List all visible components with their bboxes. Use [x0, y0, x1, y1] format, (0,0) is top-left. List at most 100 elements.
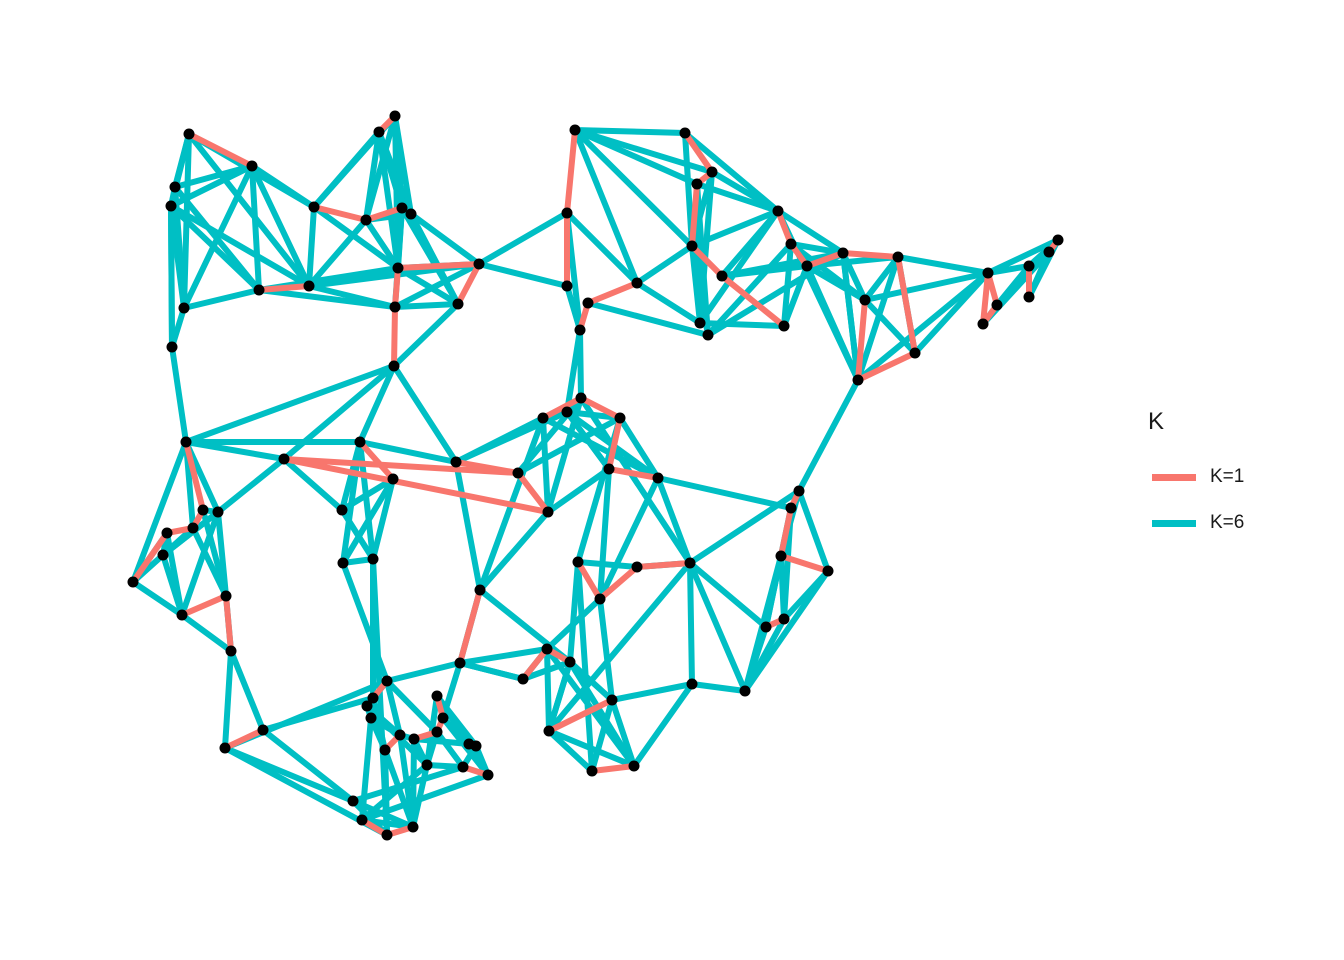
edge-k6: [339, 507, 376, 562]
edge-k6: [567, 659, 637, 769]
edge-k6: [181, 287, 262, 311]
edge-k1: [391, 304, 398, 369]
graph-node: [354, 436, 366, 448]
edge-k6: [597, 596, 615, 703]
edge-k6: [597, 475, 661, 602]
edge-k6: [804, 263, 861, 383]
edge-k6: [256, 287, 398, 310]
edge-k1: [895, 254, 918, 356]
graph-node: [127, 576, 139, 588]
graph-node: [892, 251, 904, 263]
edge-k6: [440, 715, 472, 747]
edge-k6: [186, 131, 312, 289]
graph-node: [686, 240, 698, 252]
edge-k6: [687, 560, 748, 694]
graph-node: [246, 160, 258, 172]
edge-k6: [434, 693, 479, 749]
edge-k6: [311, 204, 401, 271]
graph-node: [822, 565, 834, 577]
edge-k6: [410, 736, 417, 830]
graph-node: [631, 561, 643, 573]
edge-k6: [567, 659, 615, 703]
graph-node: [561, 280, 573, 292]
edge-k1: [222, 727, 266, 751]
graph-node: [389, 110, 401, 122]
edge-k6: [655, 475, 693, 566]
edge-k6: [368, 715, 388, 753]
edge-k6: [222, 648, 234, 751]
edge-k6: [453, 459, 483, 593]
graph-node: [594, 593, 606, 605]
graph-node: [542, 506, 554, 518]
edge-k6: [545, 466, 612, 515]
edge-k6: [564, 327, 583, 415]
edge-k6: [687, 560, 769, 630]
edge-k6: [862, 297, 918, 356]
edge-k1: [186, 131, 255, 169]
edge-k6: [546, 728, 595, 774]
edge-k1: [682, 130, 715, 175]
edge-k6: [392, 301, 461, 310]
graph-node: [778, 613, 790, 625]
edge-k1: [634, 560, 693, 570]
edge-k6: [564, 210, 640, 286]
graph-node: [450, 456, 462, 468]
edge-k6: [179, 612, 234, 654]
edge-k6: [634, 243, 695, 286]
edge-k6: [585, 300, 711, 338]
edge-k6: [609, 681, 695, 703]
edge-k6: [457, 660, 526, 682]
edge-k1: [281, 456, 521, 476]
edge-k6: [183, 363, 397, 445]
edge-k1: [840, 250, 901, 260]
graph-node: [457, 761, 469, 773]
edge-k6: [689, 243, 703, 326]
graph-node: [337, 557, 349, 569]
edge-k1: [564, 127, 578, 216]
edge-k6: [994, 263, 1032, 308]
graph-node: [212, 506, 224, 518]
edge-k1: [311, 204, 369, 223]
graph-node: [161, 527, 173, 539]
edge-k6: [281, 456, 345, 513]
edge-k6: [540, 415, 551, 515]
edge-k1: [223, 593, 234, 654]
edge-k6: [564, 283, 583, 333]
edge-k6: [895, 254, 991, 276]
edge-k6: [572, 127, 695, 249]
edge-k6: [575, 559, 595, 774]
graph-node: [431, 726, 443, 738]
edge-k6: [544, 646, 552, 734]
edge-k1: [606, 415, 623, 472]
edge-k6: [709, 169, 781, 214]
edge-k6: [697, 320, 787, 329]
edge-k1: [855, 297, 868, 383]
graph-node: [543, 725, 555, 737]
graph-node: [702, 329, 714, 341]
graph-node: [220, 590, 232, 602]
edge-k6: [172, 184, 187, 311]
edge-k6: [357, 363, 397, 445]
edge-k1: [578, 395, 623, 421]
edge-k1: [775, 208, 794, 247]
edge-k6: [689, 208, 781, 249]
graph-node: [561, 406, 573, 418]
edge-k1: [540, 395, 584, 421]
legend-item-k1: K=1: [1140, 454, 1300, 500]
edge-k6: [399, 205, 461, 307]
graph-node: [909, 347, 921, 359]
edge-k6: [179, 509, 221, 618]
edge-k6: [788, 241, 846, 256]
graph-node: [991, 299, 1003, 311]
graph-node: [392, 262, 404, 274]
edge-k6: [376, 129, 414, 217]
graph-node: [166, 341, 178, 353]
edge-k6: [545, 395, 584, 515]
edge-k6: [200, 507, 229, 599]
graph-node: [474, 584, 486, 596]
graph-node: [837, 247, 849, 259]
graph-node: [561, 207, 573, 219]
edge-k6: [434, 729, 466, 770]
graph-node: [775, 550, 787, 562]
edge-k1: [606, 466, 661, 481]
